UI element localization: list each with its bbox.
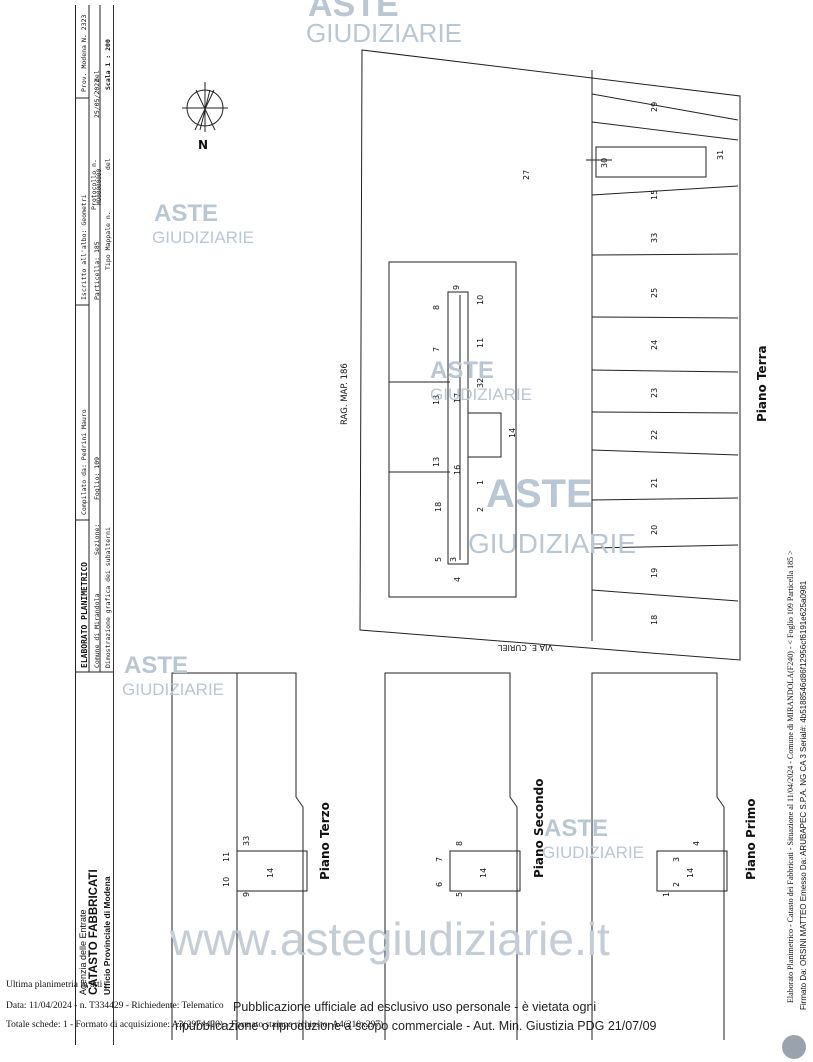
- court-sub: 27: [522, 169, 531, 180]
- bsub-4: 4: [453, 576, 462, 582]
- footer-line-3: Totale schede: 1 - Formato di acquisizio…: [6, 1020, 384, 1030]
- f3-sub-11: 11: [222, 851, 231, 862]
- f1-sub-14: 14: [686, 867, 695, 878]
- bsub-14: 14: [508, 427, 517, 438]
- wm-aste-5: ASTE: [544, 815, 609, 842]
- bsub-16: 16: [453, 464, 462, 475]
- wm-aste-4: ASTE: [124, 652, 189, 679]
- f3-sub-10: 10: [222, 876, 231, 887]
- sub-23: 23: [650, 387, 659, 398]
- f1-sub-2: 2: [672, 881, 681, 887]
- f1-sub-3: 3: [672, 856, 681, 862]
- f1-sub-4: 4: [692, 840, 701, 846]
- f3-sub-14: 14: [266, 867, 275, 878]
- sub-22: 22: [650, 429, 659, 440]
- sub-30: 30: [600, 157, 609, 168]
- sub-18: 18: [650, 614, 659, 625]
- footer-line-2: Data: 11/04/2024 - n. T334429 - Richiede…: [6, 1001, 224, 1011]
- page-frame: [75, 5, 791, 1045]
- sub-33: 33: [650, 232, 659, 243]
- neighbour-parcel: RAG. MAP. 186: [340, 363, 350, 425]
- seal-icon: [782, 1035, 806, 1059]
- bsub-3: 3: [449, 556, 458, 562]
- publication-notice-1: Pubblicazione ufficiale ad esclusivo uso…: [233, 1000, 597, 1014]
- f1-sub-1: 1: [662, 891, 671, 897]
- sub-25: 25: [650, 287, 659, 298]
- bsub-18: 18: [434, 501, 443, 512]
- wm-giudiziarie-4: GIUDIZIARIE: [122, 680, 225, 699]
- wm-giudiziarie-5: GIUDIZIARIE: [542, 843, 645, 862]
- sub-24: 24: [650, 339, 659, 350]
- f2-sub-7: 7: [435, 856, 444, 862]
- bsub-1: 1: [476, 479, 485, 485]
- bsub-2: 2: [476, 506, 485, 512]
- sub-31: 31: [716, 149, 725, 160]
- sub-29: 29: [650, 101, 659, 112]
- wm-aste-1: ASTE: [154, 200, 219, 227]
- wm-aste-3: ASTE: [486, 472, 593, 516]
- footer-line-1: Ultima planimetria in atti: [6, 980, 103, 990]
- side-note-right: Firmato Da: ORSINI MATTEO Emesso Da: ARU…: [799, 580, 808, 1010]
- bsub-8: 8: [432, 304, 441, 310]
- bsub-11: 11: [476, 337, 485, 348]
- f2-sub-5: 5: [455, 891, 464, 897]
- f2-sub-8: 8: [455, 840, 464, 846]
- bsub-13a: 13: [432, 456, 441, 467]
- sub-15: 15: [650, 189, 659, 200]
- sub-21: 21: [650, 477, 659, 488]
- sub-20: 20: [650, 524, 659, 535]
- bsub-5: 5: [434, 556, 443, 562]
- first-floor-title: Piano Primo: [744, 798, 758, 880]
- compass-label: N: [198, 138, 209, 152]
- wm-giudiziarie-3: GIUDIZIARIE: [468, 528, 637, 559]
- ground-floor-title: Piano Terra: [755, 345, 769, 422]
- wm-aste-2: ASTE: [430, 357, 495, 384]
- bsub-10: 10: [476, 294, 485, 305]
- f3-sub-9: 9: [242, 891, 251, 897]
- publication-notice-2: ripubblicazione o riproduzione a scopo c…: [175, 1019, 657, 1033]
- third-floor-title: Piano Terzo: [318, 802, 332, 880]
- wm-site: www.astegiudiziarie.it: [170, 913, 610, 965]
- bsub-9: 9: [452, 284, 461, 290]
- sub-19: 19: [650, 567, 659, 578]
- f2-sub-6: 6: [435, 881, 444, 887]
- wm-giudiziarie-2: GIUDIZIARIE: [430, 385, 533, 404]
- f3-sub-33: 33: [242, 835, 251, 846]
- street-name: VIA E. CURIEL: [498, 643, 553, 652]
- side-note-left: Elaborato Planimetrico - Catasto dei Fab…: [786, 550, 795, 1003]
- bsub-7: 7: [432, 346, 441, 352]
- wm-giudiziarie-1: GIUDIZIARIE: [152, 228, 255, 247]
- header-strip: [75, 5, 114, 1045]
- f2-sub-14: 14: [479, 867, 488, 878]
- wm-aste-top: ASTE: [308, 0, 399, 24]
- wm-giudiziarie-top: GIUDIZIARIE: [306, 18, 463, 48]
